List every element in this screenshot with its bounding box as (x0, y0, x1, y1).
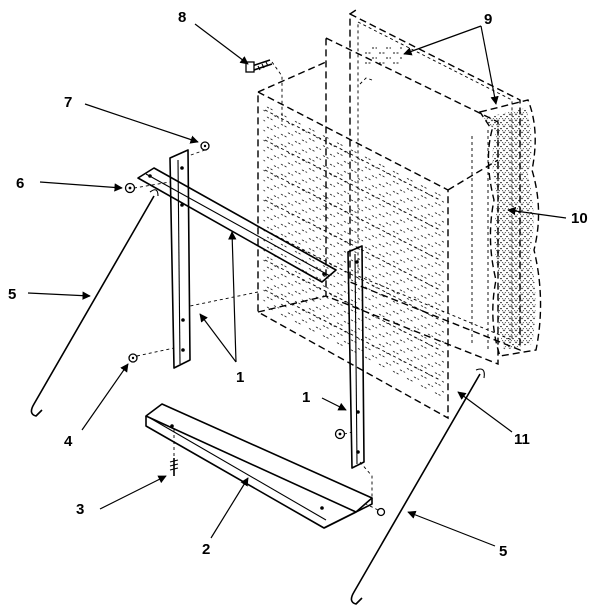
callout-3: 3 (76, 501, 84, 518)
callout-5-left: 5 (8, 286, 16, 303)
leader-lines (27, 23, 567, 547)
screw-3 (169, 458, 179, 476)
callout-1-right: 1 (302, 389, 310, 406)
callout-10: 10 (571, 210, 588, 227)
nut-7 (200, 141, 210, 151)
nut-4 (128, 353, 138, 363)
top-cross-bracket (137, 167, 337, 283)
bottom-bracket (145, 403, 373, 529)
screw-8 (245, 59, 273, 73)
nut-6 (124, 182, 136, 194)
assembly-lines (133, 61, 379, 511)
callout-1-left: 1 (236, 369, 244, 386)
insulation-blanket (471, 99, 542, 357)
callout-6: 6 (16, 175, 24, 192)
screw-2-right (376, 507, 386, 517)
support-rod-right (350, 368, 485, 605)
side-bracket-left (169, 149, 191, 369)
liner-panel-rear (349, 9, 521, 352)
callout-9: 9 (484, 11, 492, 28)
front-panel (257, 61, 499, 420)
callout-11: 11 (514, 431, 530, 448)
support-rod-left (30, 189, 159, 417)
callout-2: 2 (202, 541, 210, 558)
callout-5-right: 5 (499, 543, 507, 560)
nut-1-right (334, 428, 346, 440)
side-bracket-right (347, 245, 365, 469)
callout-8: 8 (178, 9, 186, 26)
callout-7: 7 (64, 94, 72, 111)
callout-4: 4 (64, 433, 73, 450)
